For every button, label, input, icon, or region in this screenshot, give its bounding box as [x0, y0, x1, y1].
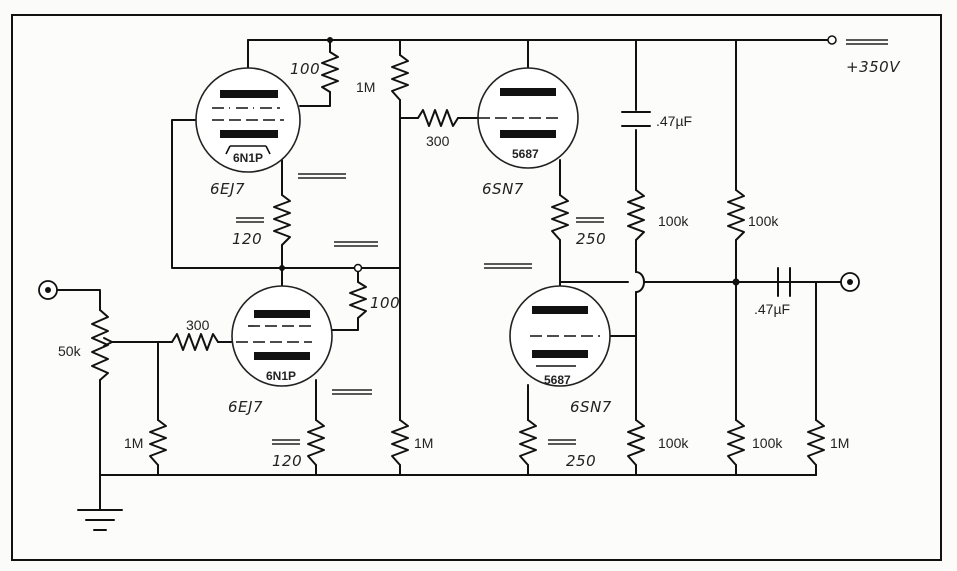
label-r-grid-top: 100 — [290, 60, 320, 78]
labels: 100 1M 300 .47µF 6EJ7 120 100 300 50k 1M… — [58, 39, 901, 470]
label-tube-u4-hand: 6SN7 — [570, 398, 612, 416]
resistor-r-in — [149, 419, 167, 466]
label-cap-out: .47µF — [754, 301, 790, 317]
pot-wiper-arrow — [103, 337, 113, 347]
label-r-right2: 100k — [748, 213, 779, 229]
label-r-cath-u3-hand: 250 — [576, 230, 606, 248]
label-r-mid: 1M — [414, 435, 433, 451]
tube-u3-label: 5687 — [512, 147, 539, 161]
resistor-r-series-in — [171, 333, 219, 351]
ground-symbol — [77, 509, 123, 531]
output-jack — [840, 272, 860, 292]
junction-dots — [279, 35, 837, 286]
resistor-r-bottom1 — [627, 419, 645, 466]
tube-u4-label: 5687 — [544, 373, 571, 387]
resistor-r-cath-u3 — [551, 194, 569, 241]
resistor-r-grid-mid — [349, 281, 367, 319]
resistor-r-bottom2 — [727, 419, 745, 466]
label-cap-top: .47µF — [656, 113, 692, 129]
label-r-series-top: 300 — [426, 133, 450, 149]
label-r-bottom2: 100k — [752, 435, 783, 451]
resistor-r-cath-u2 — [307, 419, 325, 466]
label-r-in: 1M — [124, 435, 143, 451]
label-r-plate-top: 1M — [356, 79, 375, 95]
label-r-grid-mid: 100 — [370, 294, 400, 312]
input-jack — [38, 280, 58, 300]
tube-u2: 6N1P — [231, 285, 333, 387]
resistor-r-cath-u4 — [519, 419, 537, 466]
resistor-r-cath-u1 — [273, 194, 291, 246]
resistor-r-right1 — [627, 189, 645, 241]
capacitors — [621, 111, 841, 297]
label-r-bottom1: 100k — [658, 435, 689, 451]
tube-u1: 6N1P — [195, 67, 301, 173]
resistor-r-plate-top — [391, 54, 409, 101]
label-r-right1: 100k — [658, 213, 689, 229]
resistor-r-right2 — [727, 189, 745, 241]
resistor-r-mid — [391, 419, 409, 466]
resistors — [91, 51, 825, 466]
tube-u4: 5687 — [509, 285, 611, 387]
resistor-r-bottom3 — [807, 419, 825, 466]
label-r-cath-u2-hand: 120 — [272, 452, 302, 470]
wires — [57, 39, 851, 511]
resistor-r-series-top — [417, 109, 459, 127]
label-r-series-in: 300 — [186, 317, 210, 333]
label-tube-u2-hand: 6EJ7 — [228, 398, 263, 416]
resistor-r-grid-top — [321, 51, 339, 93]
label-r-cath-u1-hand: 120 — [232, 230, 262, 248]
label-r-cath-u4-hand: 250 — [566, 452, 596, 470]
capacitor-out — [735, 267, 841, 297]
tube-u1-label: 6N1P — [233, 151, 263, 165]
label-supply: +350V — [846, 58, 901, 76]
label-tube-u1-hand: 6EJ7 — [210, 180, 245, 198]
schematic-frame — [11, 14, 942, 561]
tube-u2-label: 6N1P — [266, 369, 296, 383]
tube-u3: 5687 — [477, 67, 579, 169]
label-r-bottom3: 1M — [830, 435, 849, 451]
capacitor-top — [621, 111, 651, 127]
label-tube-u3-hand: 6SN7 — [482, 180, 524, 198]
label-pot: 50k — [58, 343, 82, 359]
